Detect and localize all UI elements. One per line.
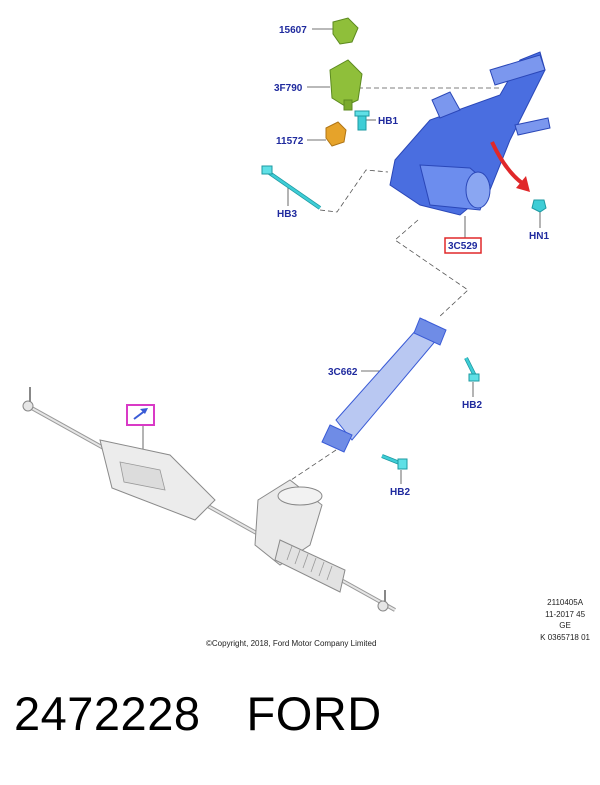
- intermediate-shaft: [321, 317, 447, 453]
- steering-rack: [22, 387, 396, 612]
- highlight-box-rack-arrow: [126, 404, 155, 426]
- label-hb2-lower: HB2: [390, 487, 410, 498]
- steering-column: [389, 51, 551, 216]
- bolt-hb2-lower: [381, 454, 408, 470]
- reference-line-3: GE: [559, 621, 571, 630]
- reference-line-4: K 0365718 01: [540, 632, 590, 642]
- label-hn1: HN1: [529, 231, 549, 242]
- label-3c662: 3C662: [328, 367, 358, 378]
- steering-column-exploded-diagram: 15607 3F790 HB1 11572 HB3 3C529 HN1 3C66…: [22, 17, 551, 612]
- part-number: 2472228: [14, 687, 201, 740]
- bolt-hb1: [354, 110, 370, 131]
- nut-hn1: [531, 199, 547, 213]
- label-11572: 11572: [276, 136, 304, 147]
- brand-name: FORD: [246, 687, 382, 740]
- red-arrow: [490, 141, 530, 192]
- part-15607: [332, 17, 359, 45]
- label-3f790: 3F790: [274, 83, 303, 94]
- label-hb3: HB3: [277, 209, 297, 220]
- reference-line-1: 2110405A: [547, 598, 584, 607]
- leader-lines: [142, 28, 541, 484]
- label-15607: 15607: [279, 25, 307, 36]
- bolt-hb3: [261, 165, 322, 210]
- dashed-lines: [287, 87, 500, 483]
- highlight-box-3c529: [444, 237, 482, 254]
- label-hb2-upper: HB2: [462, 400, 482, 411]
- reference-codes: 2110405A 11-2017 45 GE K 0365718 01: [540, 597, 590, 643]
- label-hb1: HB1: [378, 116, 398, 127]
- bolt-hb2-upper: [464, 357, 480, 382]
- product-caption: 2472228 FORD: [14, 686, 382, 741]
- label-3c529: 3C529: [448, 241, 478, 252]
- part-11572: [325, 121, 347, 147]
- copyright-notice: ©Copyright, 2018, Ford Motor Company Lim…: [206, 639, 377, 648]
- part-3f790: [329, 59, 363, 111]
- reference-line-2: 11-2017 45: [545, 609, 586, 619]
